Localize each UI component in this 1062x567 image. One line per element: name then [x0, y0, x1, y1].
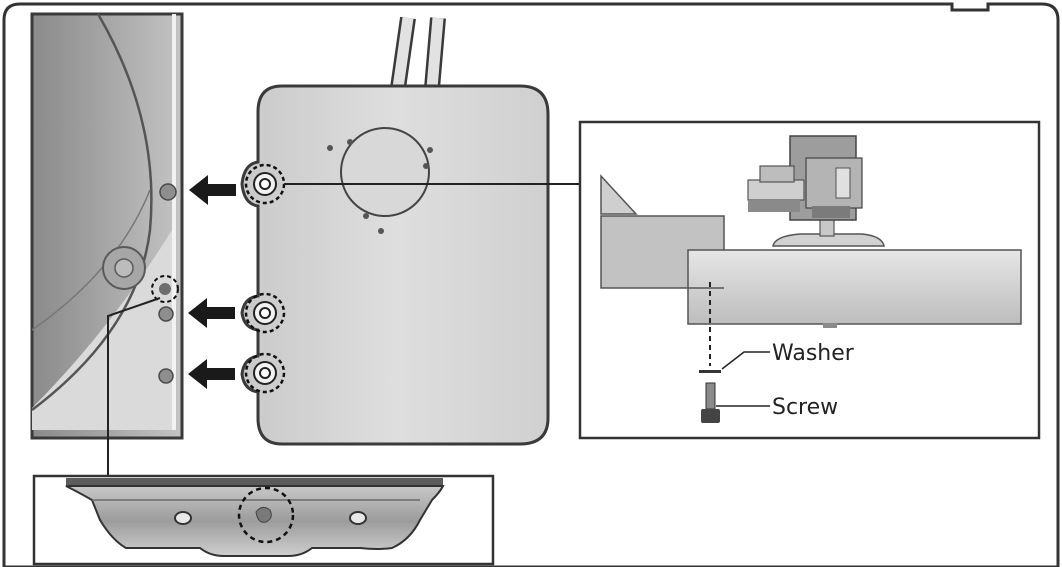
washer-label: Washer — [772, 341, 855, 366]
detail-highlight-circle — [151, 275, 179, 303]
arrow-left-icon — [188, 359, 235, 389]
mount-hole-icon — [158, 306, 174, 322]
mounting-plate — [240, 84, 550, 446]
screw-part — [701, 382, 720, 423]
plate-screw-icon — [244, 292, 286, 334]
bracket-hole-icon — [349, 511, 367, 525]
mount-hole-icon — [158, 368, 174, 384]
arrow-left-icon — [188, 298, 235, 328]
arrow-left-icon — [189, 175, 236, 205]
washer-leader — [721, 351, 770, 370]
bracket-hole-icon — [174, 511, 192, 525]
washer-part — [699, 370, 721, 373]
direction-arrows — [188, 175, 236, 389]
plate-opening — [340, 127, 430, 217]
base-unit — [30, 12, 184, 440]
leader-line — [107, 297, 161, 476]
plate-screw-icon — [244, 163, 286, 205]
plate-screw-icon — [244, 352, 286, 394]
detail-inset-bracket — [32, 474, 495, 566]
detail-inset-screw: Washer Screw — [578, 120, 1041, 440]
screw-label: Screw — [772, 395, 838, 420]
bracket-highlight-circle — [237, 486, 295, 544]
mount-hole-icon — [159, 183, 177, 201]
cable — [390, 16, 446, 90]
